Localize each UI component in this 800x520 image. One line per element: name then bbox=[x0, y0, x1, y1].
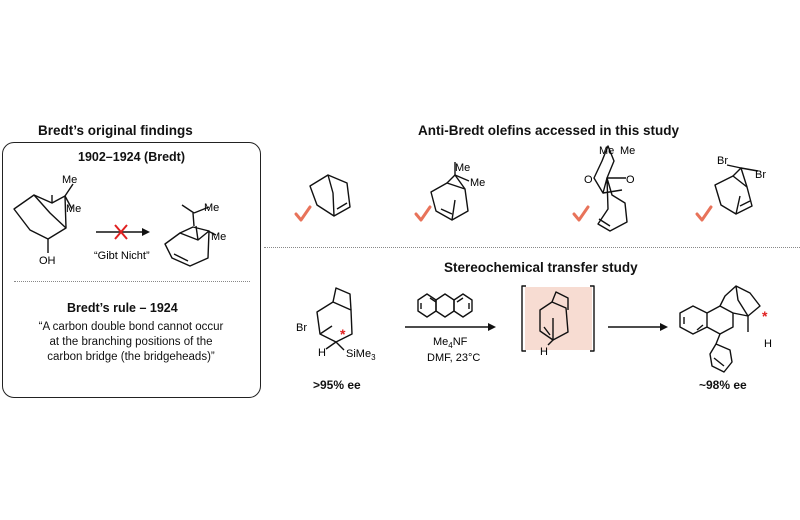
conditions-label: DMF, 23°C bbox=[427, 352, 480, 364]
left-heading: Bredt’s original findings bbox=[38, 123, 193, 138]
anti-bredt-heading: Anti-Bredt olefins accessed in this stud… bbox=[418, 123, 680, 138]
intermediate bbox=[521, 285, 595, 352]
forbidden-arrow bbox=[96, 224, 150, 240]
gibt-nicht-label: “Gibt Nicht” bbox=[94, 250, 150, 262]
me-label-3: Me bbox=[204, 202, 219, 214]
period-label: 1902–1924 (Bredt) bbox=[78, 150, 186, 164]
anti-bredt-olefins: Me Me O O Me Me Br Br bbox=[294, 145, 766, 232]
olefin-1 bbox=[309, 174, 351, 217]
starting-material bbox=[316, 287, 353, 351]
me-label-1: Me bbox=[62, 174, 77, 186]
olefin-3-o-2: O bbox=[626, 174, 635, 186]
me-label-4: Me bbox=[211, 231, 226, 243]
stereo-star-1: * bbox=[340, 326, 346, 342]
me-label-2: Me bbox=[66, 203, 81, 215]
bredt-findings-panel bbox=[2, 142, 261, 398]
olefin-3-o-1: O bbox=[584, 174, 593, 186]
olefin-2 bbox=[430, 162, 470, 221]
olefin-3 bbox=[593, 145, 628, 232]
reagent-label: Me4NF bbox=[433, 336, 468, 350]
rule-title: Bredt’s rule – 1924 bbox=[67, 301, 178, 315]
bornanol-structure bbox=[13, 183, 74, 253]
rule-quote-line-2: at the branching positions of the bbox=[49, 336, 213, 348]
stereo-heading: Stereochemical transfer study bbox=[444, 260, 638, 275]
bredt-scheme: Me Me OH “Gibt Nicht” Me Me bbox=[13, 174, 226, 267]
bornene-structure bbox=[164, 204, 217, 267]
olefin-4-br-2: Br bbox=[755, 169, 766, 181]
intermediate-olefin bbox=[539, 291, 569, 346]
product bbox=[679, 285, 761, 373]
ee-start: >95% ee bbox=[313, 378, 361, 392]
rule-quote-line-3: carbon bridge (the bridgeheads)” bbox=[47, 351, 215, 363]
olefin-2-me-1: Me bbox=[455, 162, 470, 174]
left-divider bbox=[14, 281, 250, 282]
oh-label: OH bbox=[39, 255, 56, 267]
rule-quote-line-1: “A carbon double bond cannot occur bbox=[38, 321, 224, 333]
olefin-2-me-2: Me bbox=[470, 177, 485, 189]
check-icon bbox=[572, 205, 590, 222]
olefin-4-br-1: Br bbox=[717, 155, 728, 167]
right-divider bbox=[264, 247, 800, 248]
olefin-4 bbox=[714, 164, 759, 215]
intermediate-highlight bbox=[525, 287, 592, 350]
simes-label: SiMe3 bbox=[346, 348, 376, 362]
stereo-star-2: * bbox=[762, 308, 768, 324]
br-label: Br bbox=[296, 322, 307, 334]
stereo-scheme: Br * H SiMe3 Me4NF DMF, 23°C H * H bbox=[296, 285, 772, 373]
h-label-1: H bbox=[318, 347, 326, 359]
h-label-2: H bbox=[540, 346, 548, 358]
ee-product: ~98% ee bbox=[699, 378, 747, 392]
h-label-3: H bbox=[764, 338, 772, 350]
olefin-3-me-2: Me bbox=[620, 145, 635, 157]
rule-quote: “A carbon double bond cannot occur at th… bbox=[12, 320, 250, 365]
check-icon bbox=[695, 205, 713, 222]
check-icon bbox=[294, 205, 312, 222]
anthracene bbox=[417, 293, 473, 318]
check-icon bbox=[414, 205, 432, 222]
olefin-3-me-1: Me bbox=[599, 145, 614, 157]
